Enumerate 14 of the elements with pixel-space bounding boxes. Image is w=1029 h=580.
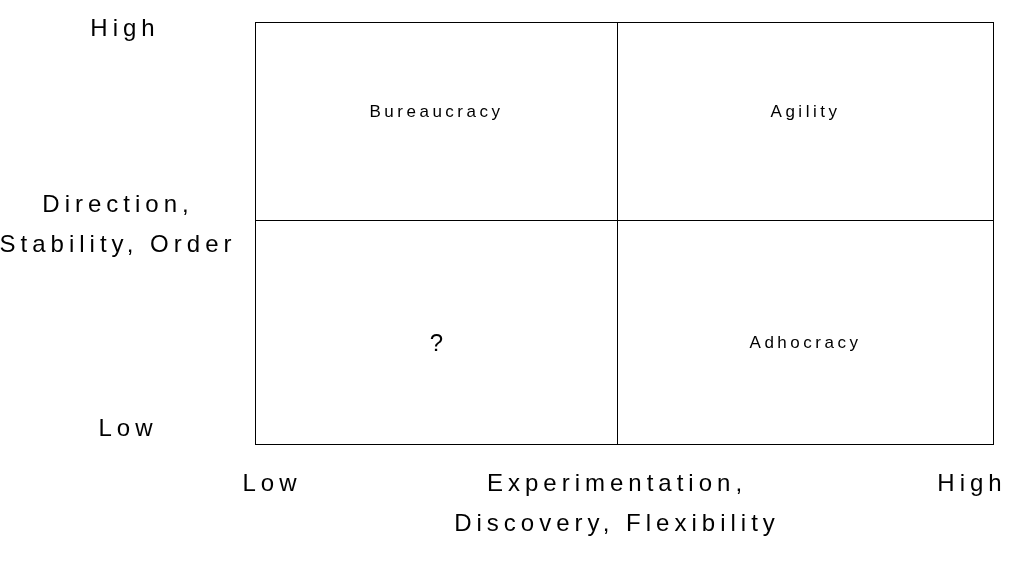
axis-label: Low <box>241 468 303 498</box>
quadrant-cell <box>617 22 994 221</box>
quadrant-cell <box>617 220 994 445</box>
quadrant-label: ? <box>429 328 444 357</box>
axis-title: Experimentation, Discovery, Flexibility <box>453 468 781 538</box>
quadrant-cell <box>255 22 618 221</box>
axis-label: High <box>89 13 161 43</box>
quadrant-label: Adhocracy <box>749 332 862 353</box>
axis-title: Direction, Stability, Order <box>0 189 238 259</box>
axis-label: High <box>936 468 1008 498</box>
quadrant-cell <box>255 220 618 445</box>
quadrant-label: Bureaucracy <box>369 101 504 122</box>
axis-label: Low <box>97 413 159 443</box>
quadrant-label: Agility <box>770 101 841 122</box>
